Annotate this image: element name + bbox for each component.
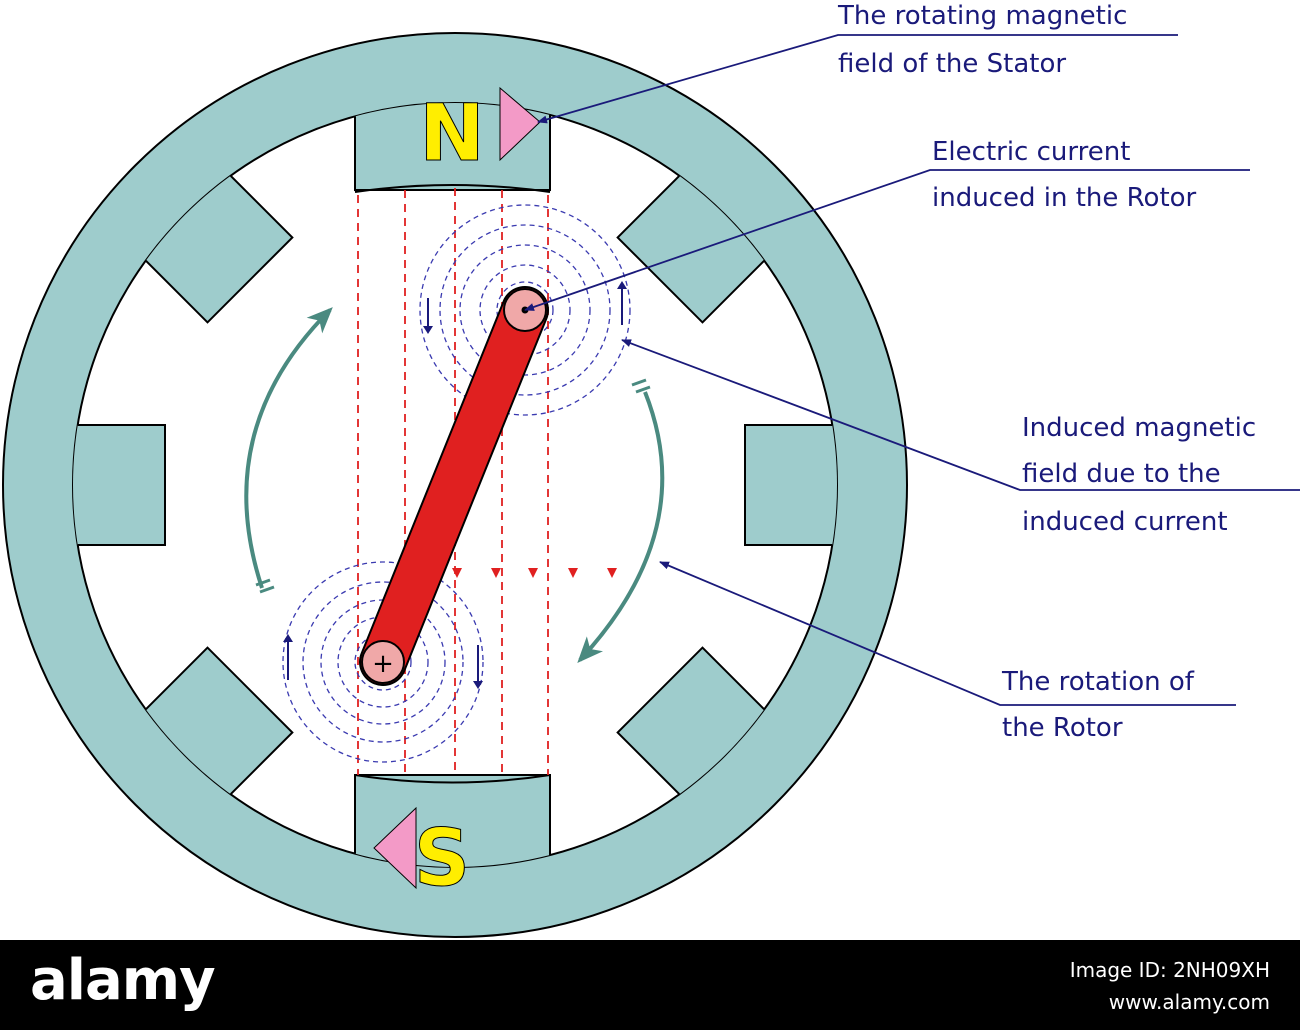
watermark-footer: alamy Image ID: 2NH09XH www.alamy.com xyxy=(0,940,1300,1030)
stator-tooth-right xyxy=(744,424,837,546)
rotation-arrows xyxy=(244,307,665,663)
callout-stator-field: The rotating magnetic field of the Stato… xyxy=(837,1,1127,79)
north-pole-arrow-icon xyxy=(499,86,541,162)
callout-induced-field: Induced magnetic field due to the induce… xyxy=(1022,413,1256,537)
leader-rotor-current xyxy=(524,169,1250,311)
stator-tooth-left xyxy=(73,424,166,546)
leader-stator-field xyxy=(537,34,1178,124)
brand-logo: alamy xyxy=(30,948,216,1013)
svg-text:field of the Stator: field of the Stator xyxy=(838,49,1066,79)
leader-rotation xyxy=(659,561,1236,706)
callout-leaders xyxy=(524,34,1300,706)
callout-rotor-current: Electric current induced in the Rotor xyxy=(932,137,1197,213)
rotor: + xyxy=(359,286,549,686)
pole-south-letter: S xyxy=(414,814,470,904)
callout-rotation: The rotation of the Rotor xyxy=(1001,667,1195,743)
svg-text:induced in the Rotor: induced in the Rotor xyxy=(932,183,1197,213)
svg-text:The rotating magnetic: The rotating magnetic xyxy=(837,1,1127,31)
pole-north-letter: N xyxy=(419,89,484,179)
stator-field-lines xyxy=(357,188,549,775)
field-direction-markers xyxy=(452,568,617,578)
svg-text:field due to the: field due to the xyxy=(1022,459,1221,489)
induced-field-top xyxy=(419,204,631,416)
rotation-arrow-right xyxy=(577,391,665,663)
rotor-current-plus: + xyxy=(372,649,394,679)
north-pole: N xyxy=(419,86,541,180)
image-id: Image ID: 2NH09XH xyxy=(1069,958,1270,982)
rotor-end-bottom xyxy=(361,640,405,684)
image-id-block: Image ID: 2NH09XH www.alamy.com xyxy=(1070,954,1270,1018)
south-pole-arrow-icon xyxy=(373,806,417,890)
rotation-arrow-tails xyxy=(255,378,651,594)
stator-tooth-bottom xyxy=(354,774,551,867)
induction-motor-diagram: + N S The rotating magnetic field of the… xyxy=(2,1,1300,938)
svg-text:Electric current: Electric current xyxy=(932,137,1130,167)
leader-induced-field xyxy=(621,339,1300,491)
svg-text:the Rotor: the Rotor xyxy=(1002,713,1123,743)
svg-text:induced current: induced current xyxy=(1022,507,1228,537)
south-pole: S xyxy=(373,806,471,905)
induced-field-arrows xyxy=(283,281,627,689)
site-url: www.alamy.com xyxy=(1108,990,1270,1014)
rotation-arrow-left xyxy=(244,307,333,589)
svg-text:The rotation of: The rotation of xyxy=(1001,667,1195,697)
svg-text:Induced magnetic: Induced magnetic xyxy=(1022,413,1256,443)
